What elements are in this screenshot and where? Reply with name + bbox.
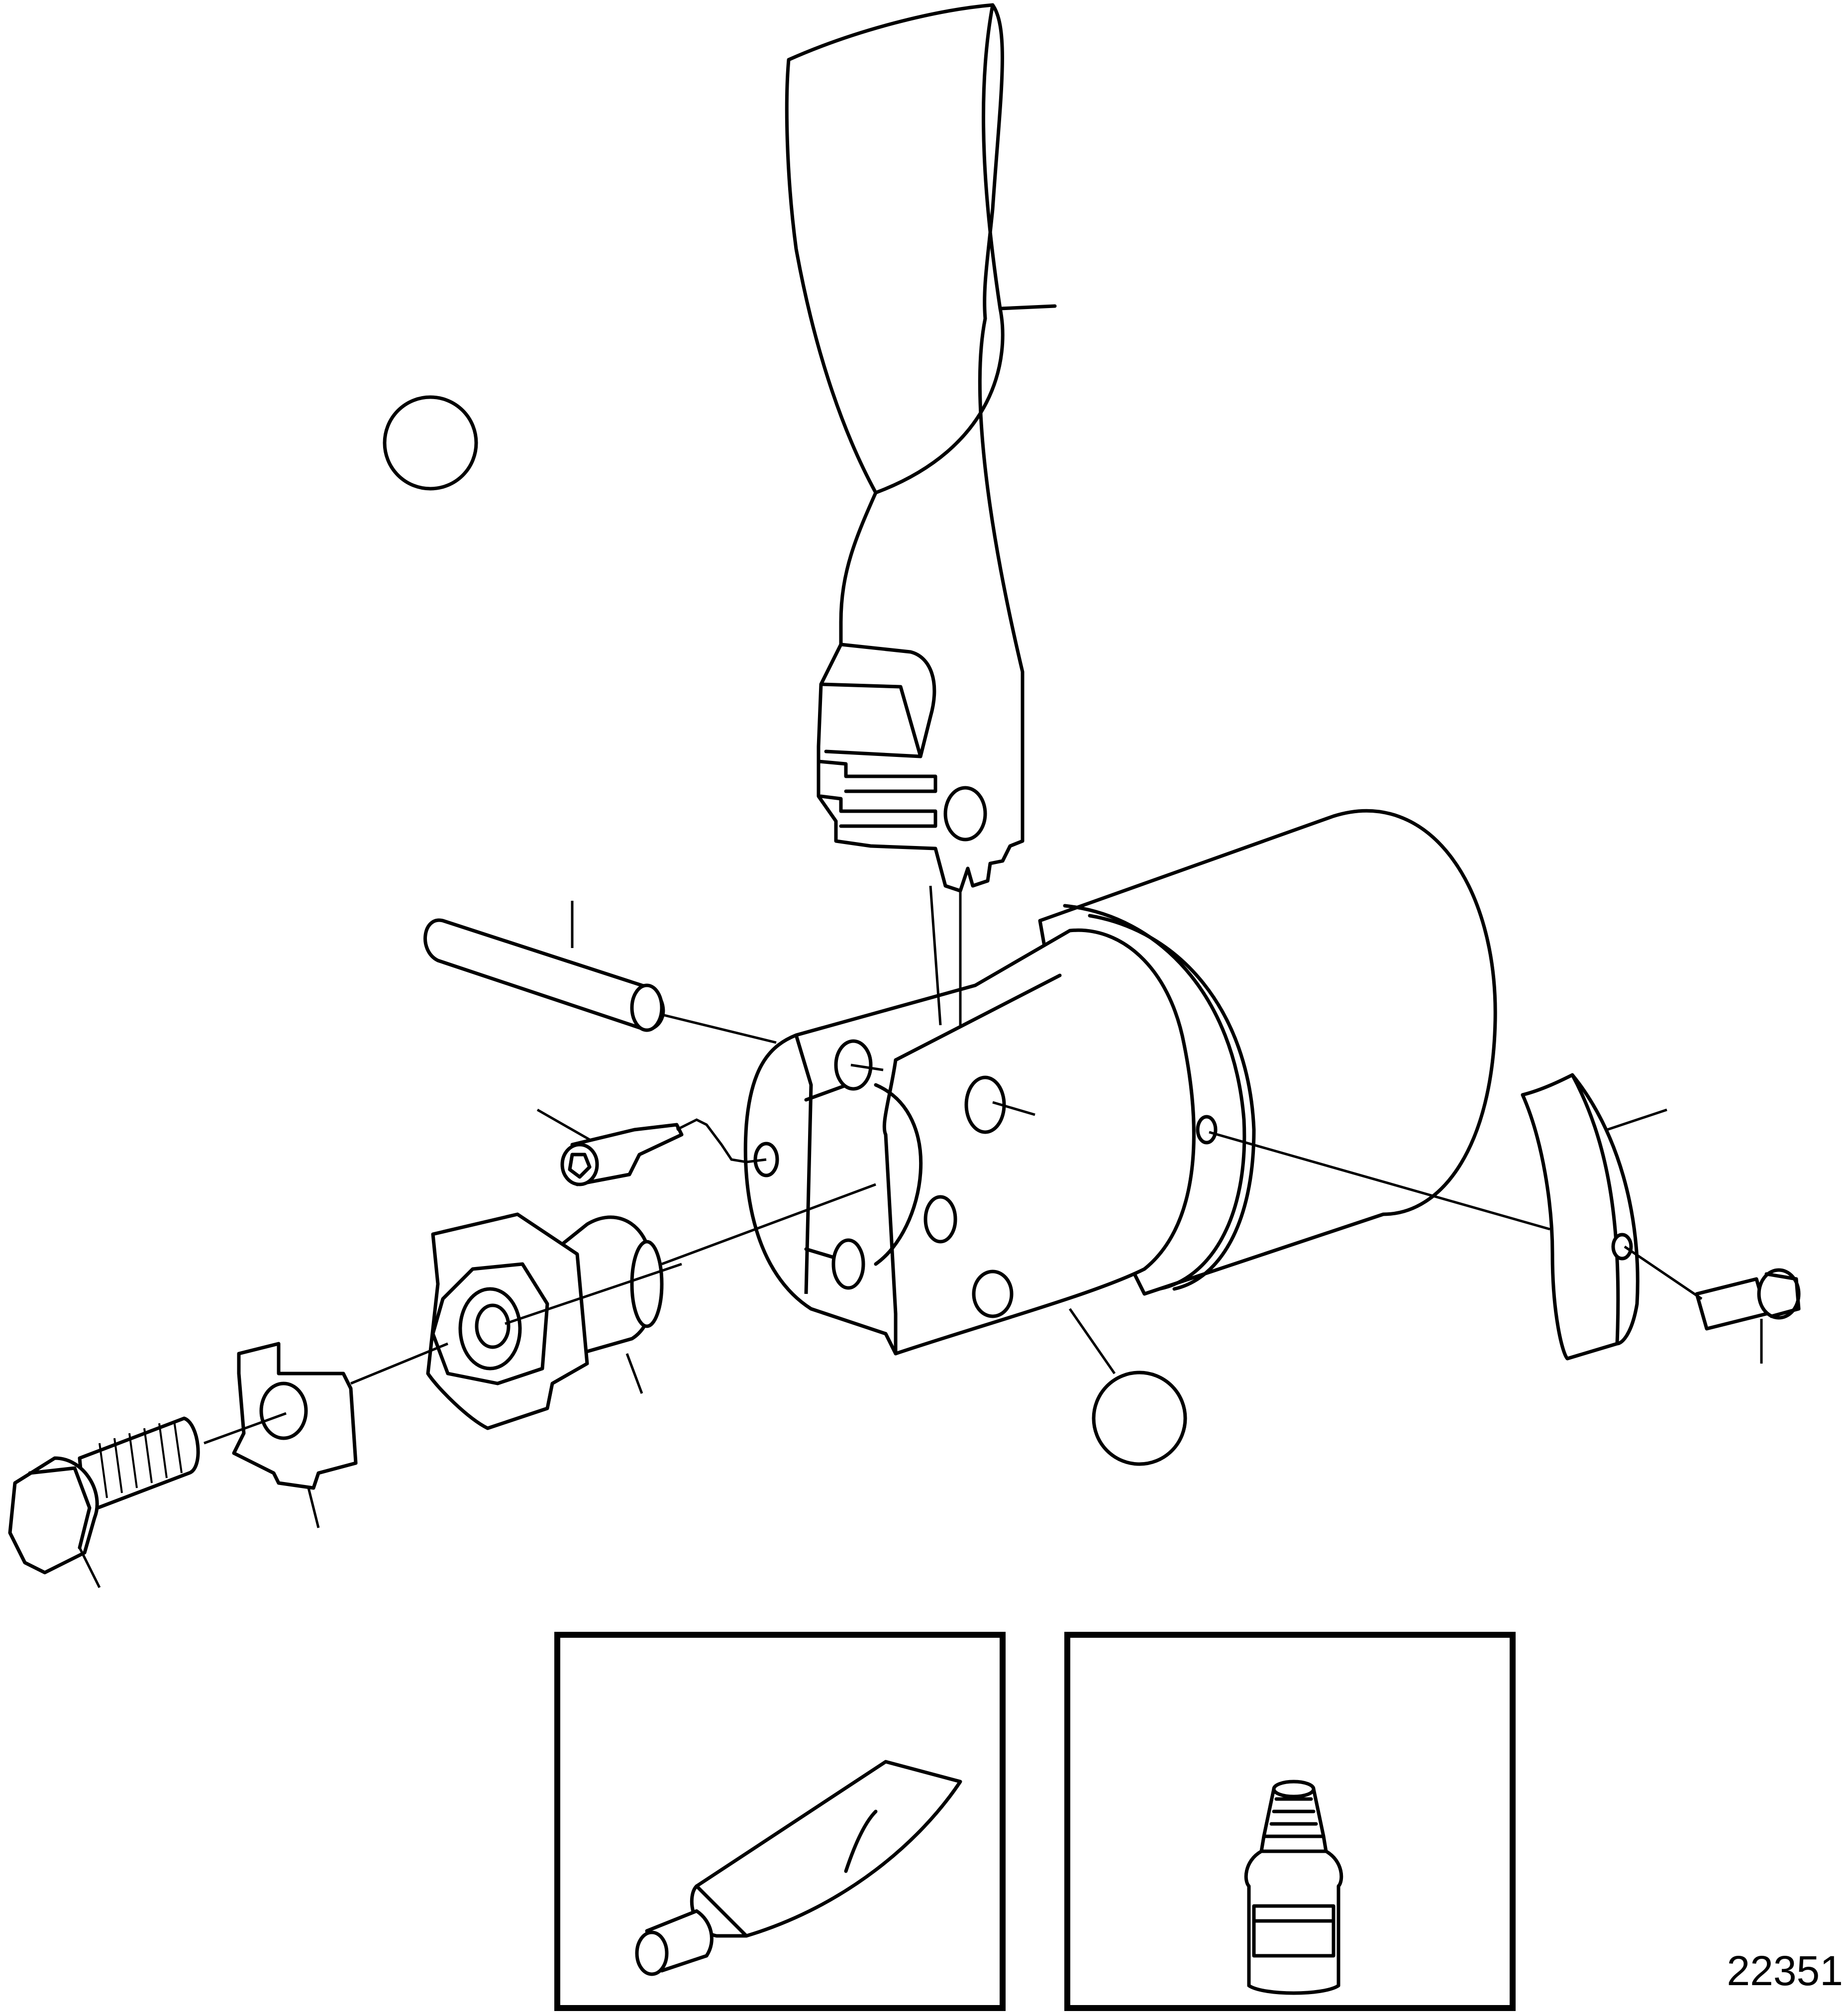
grease-tube-panel xyxy=(554,1632,1006,2011)
propeller-blade xyxy=(785,3,1057,893)
hub-segment xyxy=(1521,1073,1640,1361)
cone-nut xyxy=(426,1212,664,1430)
reference-circle-top xyxy=(383,395,478,491)
grease-tube-icon xyxy=(635,1760,962,1976)
locking-fluid-bottle-icon xyxy=(1244,1780,1343,1995)
locking-fluid-panel xyxy=(1064,1632,1516,2011)
pin xyxy=(423,918,665,1032)
hex-bolt xyxy=(8,1416,200,1575)
cap-screw xyxy=(1695,1268,1801,1331)
tab-washer xyxy=(232,1342,358,1490)
assembly-lines xyxy=(78,885,1763,1589)
reference-circle-bottom xyxy=(1092,1371,1187,1466)
propeller-hub xyxy=(743,809,1497,1356)
set-screw xyxy=(560,1123,684,1186)
figure-number: 22351 xyxy=(1727,1947,1843,1994)
